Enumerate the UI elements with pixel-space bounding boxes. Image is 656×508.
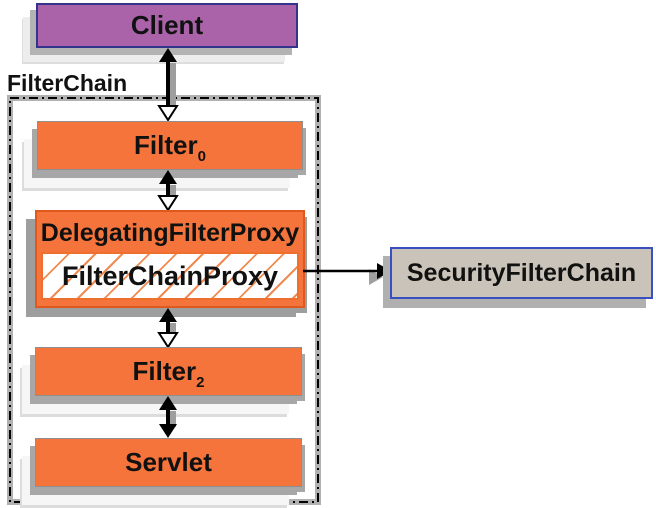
filterchain-border-dash bbox=[9, 97, 319, 503]
filter-chain-proxy-box: FilterChainProxy bbox=[41, 252, 299, 300]
filter0-subscript: 0 bbox=[197, 148, 206, 165]
client-box: Client bbox=[36, 3, 298, 48]
client-label: Client bbox=[130, 10, 204, 40]
arrow-up-head-icon bbox=[159, 396, 177, 410]
delegating-filter-proxy-box: DelegatingFilterProxy FilterChainProxy bbox=[35, 210, 305, 308]
filterchain-label: FilterChain bbox=[7, 70, 128, 96]
filter2-label: Filter2 bbox=[132, 356, 205, 390]
filter2-subscript: 2 bbox=[196, 374, 205, 391]
servlet-label: Servlet bbox=[125, 447, 212, 477]
filter2-label-text: Filter bbox=[132, 356, 197, 386]
client-filter0-arrow bbox=[157, 48, 179, 122]
filter0-label-text: Filter bbox=[134, 130, 198, 160]
delegating-filter2-arrow bbox=[157, 308, 179, 349]
filter2-box: Filter2 bbox=[35, 347, 302, 396]
arrow-down-head-icon bbox=[159, 424, 177, 438]
security-filter-chain-box: SecurityFilterChain bbox=[390, 247, 653, 299]
filter2-servlet-arrow bbox=[159, 396, 177, 438]
filter0-label: Filter0 bbox=[134, 130, 206, 164]
filter-chain-proxy-label: FilterChainProxy bbox=[61, 260, 279, 291]
securityfilterchain-connector-arrow bbox=[303, 263, 391, 285]
arrow-up-head-icon bbox=[159, 48, 177, 62]
arrow-head-shadow bbox=[369, 269, 383, 285]
arrow-down-head-icon bbox=[157, 332, 179, 349]
filterchain-dashed-border bbox=[7, 95, 321, 505]
arrow-right-head-icon bbox=[377, 263, 391, 279]
security-filter-chain-label: SecurityFilterChain bbox=[406, 258, 637, 287]
servlet-box: Servlet bbox=[35, 438, 302, 487]
filter0-box: Filter0 bbox=[37, 121, 303, 170]
arrow-up-head-icon bbox=[159, 308, 177, 322]
filter0-delegating-arrow bbox=[157, 170, 179, 212]
arrow-down-head-icon bbox=[157, 195, 179, 212]
delegating-filter-proxy-label: DelegatingFilterProxy bbox=[40, 219, 300, 247]
arrow-up-head-icon bbox=[159, 170, 177, 184]
arrow-down-head-icon bbox=[157, 105, 179, 122]
